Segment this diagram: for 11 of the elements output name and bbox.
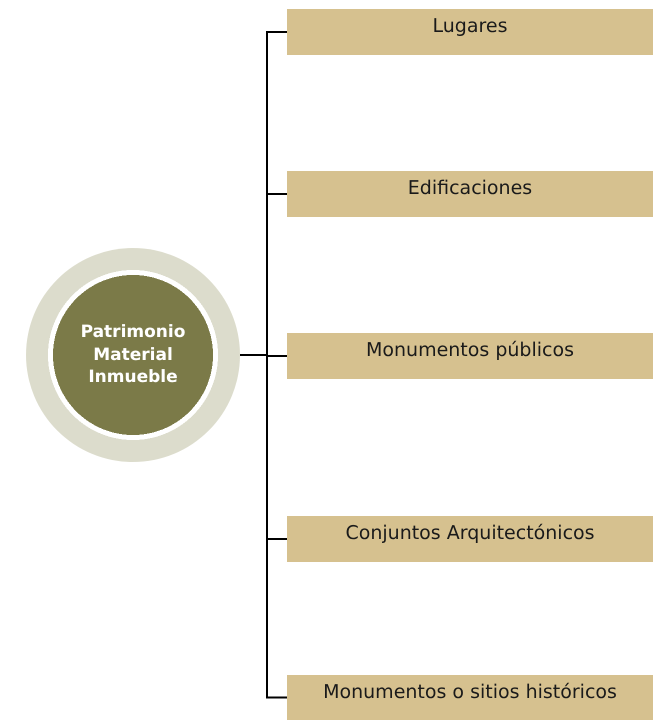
category-label: Edificaciones <box>408 177 532 199</box>
topic-label: Patrimonio Material Inmueble <box>80 320 186 390</box>
category-label: Conjuntos Arquitectónicos <box>345 522 595 544</box>
category-box <box>287 516 653 562</box>
category-label: Monumentos o sitios históricos <box>323 681 617 703</box>
category-box <box>287 333 653 379</box>
category-box <box>287 171 653 217</box>
category-label: Lugares <box>432 15 508 37</box>
category-box <box>287 9 653 55</box>
category-label: Monumentos públicos <box>366 339 574 361</box>
category-box <box>287 675 653 720</box>
